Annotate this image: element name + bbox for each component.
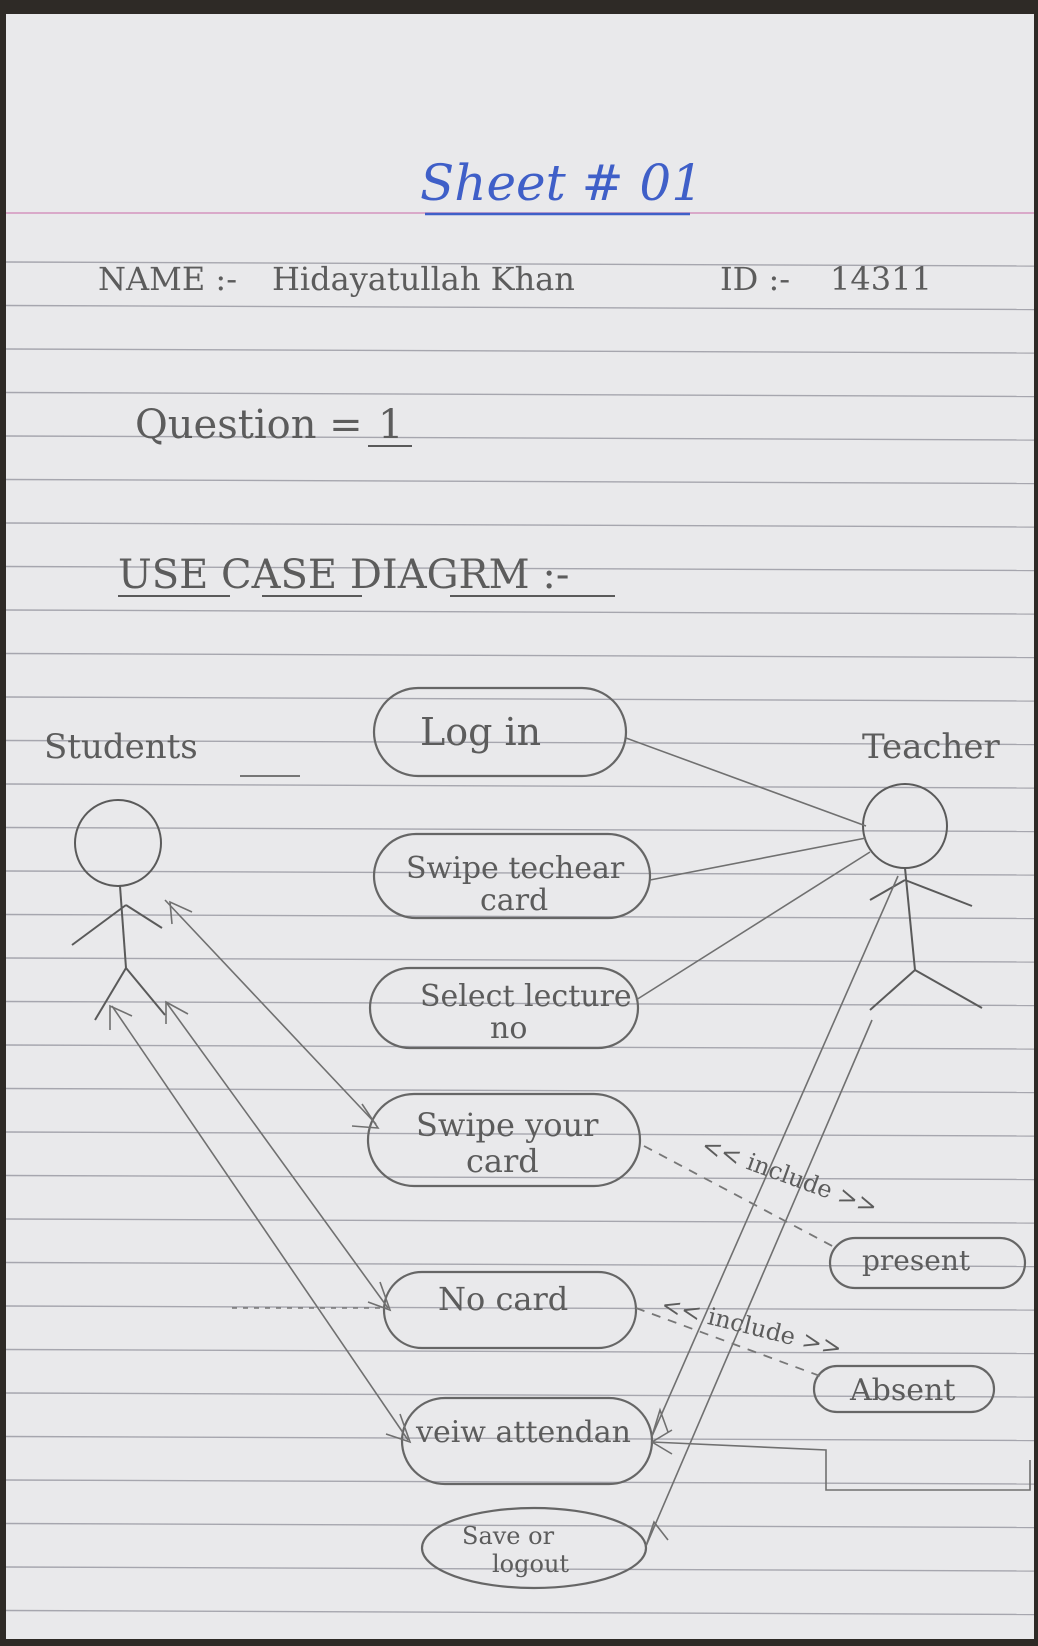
usecase-swipe-your-line1: Swipe your: [416, 1106, 599, 1144]
usecase-save-logout-line2: logout: [492, 1550, 569, 1578]
rule-line: [5, 913, 1035, 920]
rule-line: [5, 957, 1035, 963]
id-label: ID :-: [720, 260, 790, 298]
rule-line: [5, 783, 1035, 789]
rule-line: [5, 1348, 1035, 1355]
usecase-swipe-teacher-line2: card: [480, 883, 548, 918]
rule-line: [5, 565, 1035, 572]
rule-line: [5, 1000, 1035, 1007]
rule-line: [5, 435, 1035, 441]
rule-line: [5, 739, 1035, 746]
rule-line: [5, 870, 1035, 876]
usecase-save-logout: Save or logout: [420, 1506, 648, 1590]
usecase-swipe-your-line2: card: [466, 1142, 539, 1180]
usecase-save-logout-line1: Save or: [462, 1522, 555, 1550]
teacher-associations: [625, 737, 899, 1547]
rule-line: [5, 1566, 1035, 1572]
name-label: NAME :-: [98, 260, 237, 298]
rule-line: [5, 1479, 1035, 1485]
usecase-select-lecture-line2: no: [490, 1011, 527, 1046]
name-value: Hidayatullah Khan: [272, 260, 575, 298]
rule-line: [5, 348, 1035, 354]
view-attendance-loop: [651, 1441, 1031, 1491]
rule-line: [5, 696, 1035, 702]
actor-teacher-label: Teacher: [862, 727, 1000, 767]
rule-line: [5, 1392, 1035, 1398]
rule-line: [5, 1522, 1035, 1529]
usecase-view-attendance: veiw attendan: [400, 1396, 654, 1486]
rule-line: [5, 1174, 1035, 1181]
usecase-select-lecture-line1: Select lecture: [420, 979, 632, 1014]
usecase-no-card: No card: [382, 1270, 638, 1350]
usecase-select-lecture: Select lecture no: [368, 966, 640, 1050]
rule-line: [5, 1435, 1035, 1442]
usecase-absent-label: Absent: [849, 1373, 955, 1408]
rule-line: [5, 1131, 1035, 1137]
rule-line: [5, 1087, 1035, 1094]
rule-line: [5, 1609, 1035, 1616]
rule-line: [5, 261, 1035, 267]
usecase-swipe-teacher-line1: Swipe techear: [406, 851, 625, 886]
usecase-swipe-your-card: Swipe your card: [366, 1092, 642, 1188]
rule-line: [5, 652, 1035, 659]
id-value: 14311: [830, 260, 932, 298]
rule-line: [5, 304, 1035, 311]
ruled-lines: [5, 261, 1035, 1616]
question-number: 1: [378, 402, 403, 448]
rule-line: [5, 391, 1035, 398]
sheet-title: Sheet # 01: [420, 154, 703, 212]
loop-arrowhead: [650, 1429, 673, 1455]
rule-line: [5, 522, 1035, 528]
usecase-login-label: Log in: [420, 710, 541, 754]
usecase-login: Log in: [372, 686, 628, 778]
actor-student-label: Students: [44, 727, 198, 767]
usecase-present: present: [828, 1236, 1027, 1290]
usecase-present-label: present: [862, 1244, 971, 1277]
usecase-absent: Absent: [812, 1364, 996, 1414]
usecase-swipe-teacher-card: Swipe techear card: [372, 832, 652, 920]
rule-line: [5, 478, 1035, 485]
student-actor-figure: [71, 799, 166, 1021]
student-associations: [109, 899, 412, 1444]
diagram-heading: USE CASE DIAGRM :-: [118, 552, 569, 598]
question-label: Question =: [135, 402, 363, 448]
rule-line: [5, 609, 1035, 615]
usecase-view-attendance-label: veiw attendan: [415, 1415, 631, 1450]
rule-line: [5, 1261, 1035, 1268]
rule-line: [5, 1305, 1035, 1311]
usecase-no-card-label: No card: [438, 1280, 568, 1318]
teacher-actor-figure: [862, 783, 983, 1011]
rule-line: [5, 1218, 1035, 1224]
